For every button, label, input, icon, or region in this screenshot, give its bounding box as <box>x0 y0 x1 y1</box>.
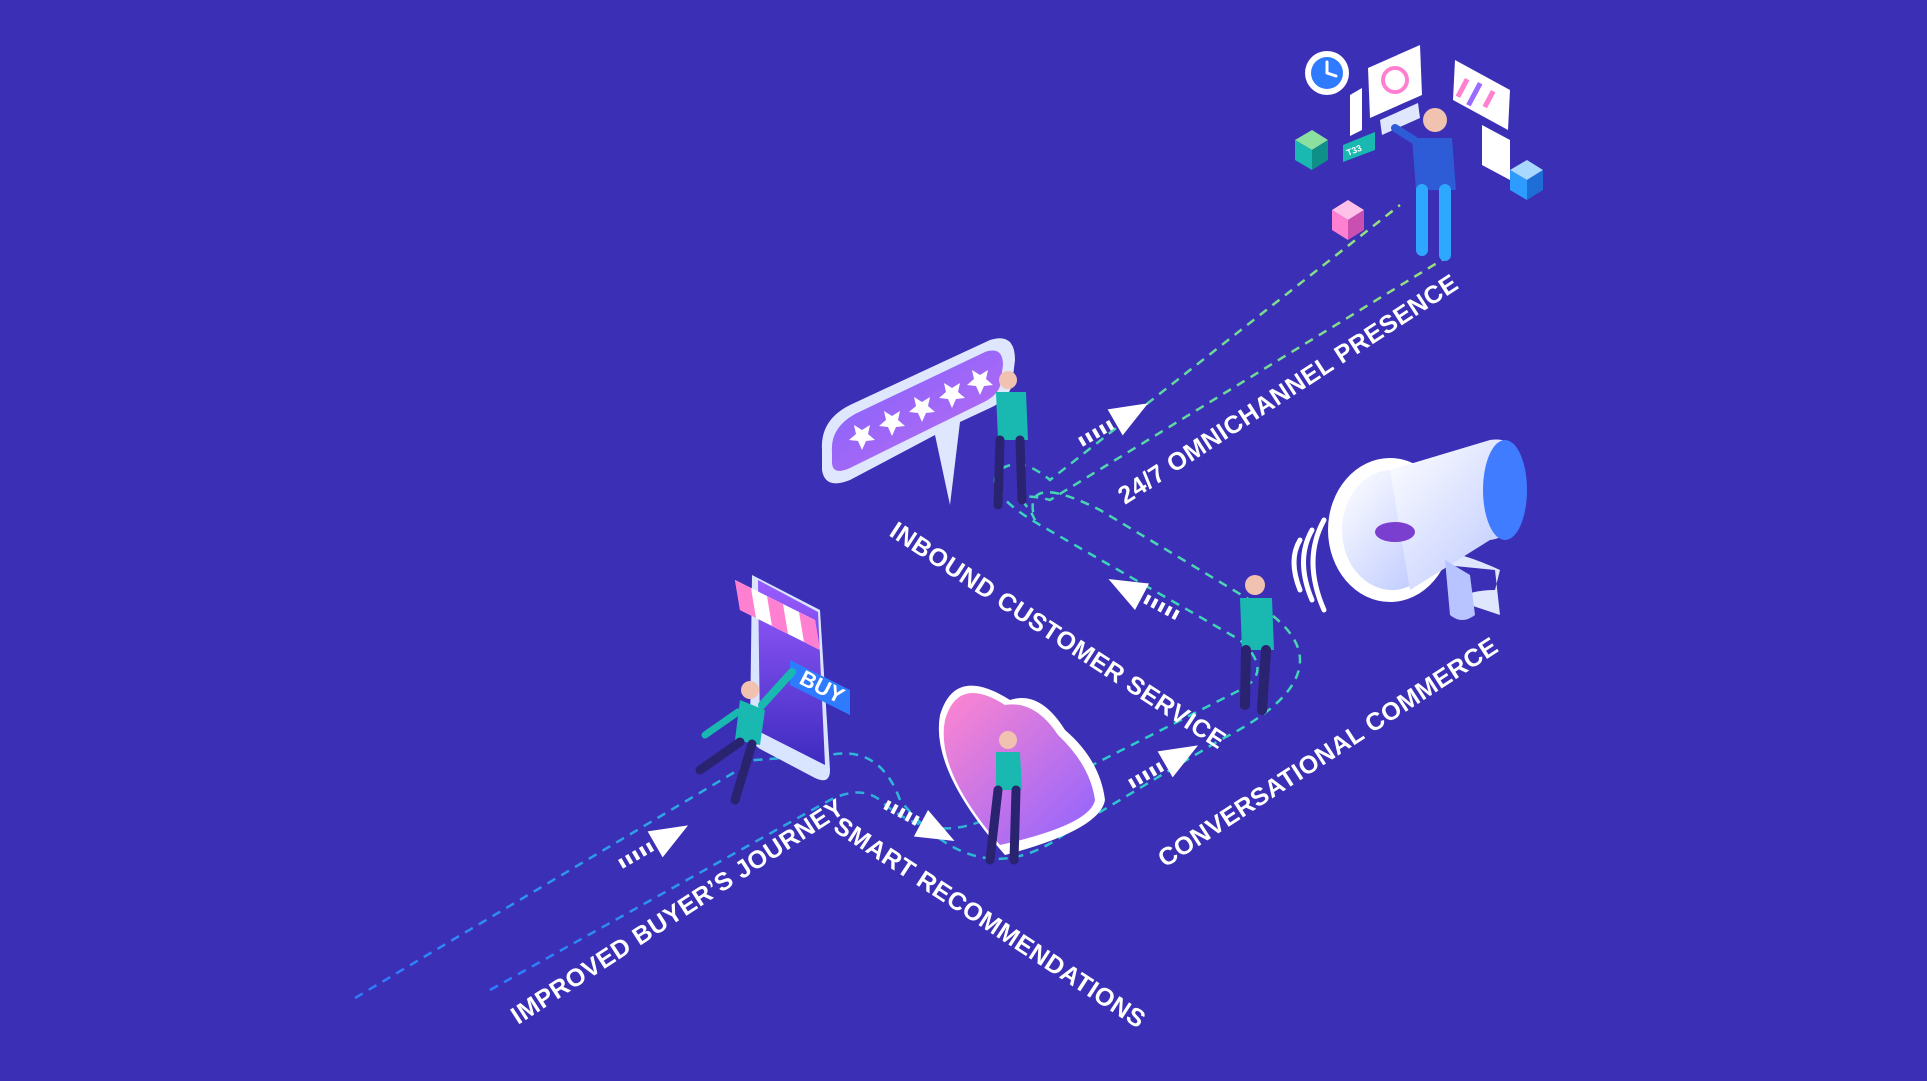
star-icon <box>939 383 965 408</box>
step-label-inbound-service: INBOUND CUSTOMER SERVICE <box>885 517 1231 755</box>
person-analyst <box>1391 108 1456 261</box>
arrow-icon <box>618 403 1199 869</box>
star-icon <box>909 397 935 422</box>
dashboard-icon: T33 <box>1295 45 1543 261</box>
path-line-main <box>354 253 1451 1000</box>
path-line-secondary <box>489 204 1401 992</box>
rating-stars <box>849 370 993 450</box>
star-icon <box>879 411 905 436</box>
step-label-conversational-commerce: CONVERSATIONAL COMMERCE <box>1153 632 1503 873</box>
tag-badge: T33 <box>1343 132 1375 162</box>
arrow-icon-5 <box>1078 403 1149 447</box>
person-recommendation <box>985 731 1022 865</box>
star-icon <box>849 425 875 450</box>
cube-icon <box>1295 130 1543 240</box>
arrow-icon-2 <box>883 800 955 842</box>
sound-waves-icon <box>1291 517 1327 613</box>
shop-awning <box>735 580 820 650</box>
person-listener <box>1240 575 1274 715</box>
person-reviewer <box>993 371 1028 510</box>
heart-icon <box>938 685 1105 855</box>
megaphone-icon <box>1291 439 1527 620</box>
arrow-icon-4 <box>1108 578 1180 620</box>
person-shopper <box>695 668 796 805</box>
journey-path <box>354 204 1451 1000</box>
arrow-icon-1 <box>618 825 689 869</box>
star-icon <box>967 370 993 395</box>
arrow-icon-3 <box>1128 745 1199 789</box>
clock-icon <box>1305 51 1349 95</box>
rating-bubble-icon <box>821 338 1015 505</box>
